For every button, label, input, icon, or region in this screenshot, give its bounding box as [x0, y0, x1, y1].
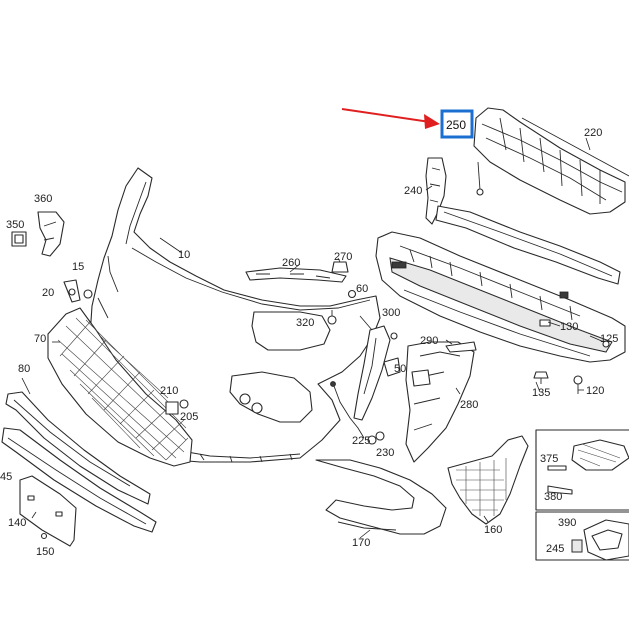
- callout-390: 390: [558, 517, 576, 529]
- part-45-bottom-strip: [1, 427, 157, 533]
- callout-70: 70: [34, 333, 46, 345]
- callout-300: 300: [382, 307, 400, 319]
- callout-205: 205: [180, 411, 198, 423]
- callout-280: 280: [460, 399, 478, 411]
- callout-130: 130: [560, 321, 578, 333]
- inset-390-245: [535, 511, 629, 561]
- callout-230: 230: [376, 447, 394, 459]
- callout-140: 140: [8, 517, 26, 529]
- highlight-arrow: [341, 108, 440, 129]
- part-15-20-clip: [63, 279, 93, 303]
- callout-250-highlighted: 250: [446, 118, 466, 132]
- part-300-side-bracket: [330, 325, 477, 463]
- callout-125: 125: [600, 333, 618, 345]
- callout-380: 380: [544, 491, 562, 503]
- part-260-strip: [245, 261, 349, 283]
- underbody-shield: [375, 231, 626, 363]
- callout-10: 10: [178, 249, 190, 261]
- part-240-bracket: [425, 157, 484, 225]
- fasteners-center: [327, 289, 357, 325]
- part-170-lower-lip: [315, 459, 447, 535]
- callout-45: 45: [0, 471, 12, 483]
- callout-80: 80: [18, 363, 30, 375]
- callout-50: 50: [394, 363, 406, 375]
- callout-320: 320: [296, 317, 314, 329]
- callout-160: 160: [484, 524, 502, 536]
- part-160-panel: [447, 435, 529, 525]
- callout-290: 290: [420, 335, 438, 347]
- part-220-crossmember: [473, 107, 629, 215]
- part-360-350-bracket: [11, 211, 65, 257]
- leader-lines: [21, 237, 605, 539]
- callout-240: 240: [404, 185, 422, 197]
- callout-120: 120: [586, 385, 604, 397]
- callout-170: 170: [352, 537, 370, 549]
- callout-270: 270: [334, 251, 352, 263]
- callout-210: 210: [160, 385, 178, 397]
- part-80-lower-strip: [5, 391, 151, 505]
- callout-labels: 10 15 20 45 50 60 70 80 120 125 130 135 …: [0, 127, 618, 558]
- callout-135: 135: [532, 387, 550, 399]
- callout-245: 245: [546, 543, 564, 555]
- callout-360: 360: [34, 193, 52, 205]
- callout-375: 375: [540, 453, 558, 465]
- part-250-channel: [435, 205, 621, 285]
- callout-350: 350: [6, 219, 24, 231]
- part-140-plate: [19, 475, 77, 547]
- callout-20: 20: [42, 287, 54, 299]
- callout-225: 225: [352, 435, 370, 447]
- callout-220: 220: [584, 127, 602, 139]
- inset-375-380: [535, 429, 629, 511]
- callout-15: 15: [72, 261, 84, 273]
- callout-260: 260: [282, 257, 300, 269]
- part-210-205: [165, 399, 189, 415]
- part-70-grille: [47, 307, 193, 467]
- callout-60: 60: [356, 283, 368, 295]
- part-10-bumper-cover: [89, 167, 381, 463]
- fasteners-right: [533, 340, 610, 394]
- callout-150: 150: [36, 546, 54, 558]
- highlight-box[interactable]: [440, 109, 474, 139]
